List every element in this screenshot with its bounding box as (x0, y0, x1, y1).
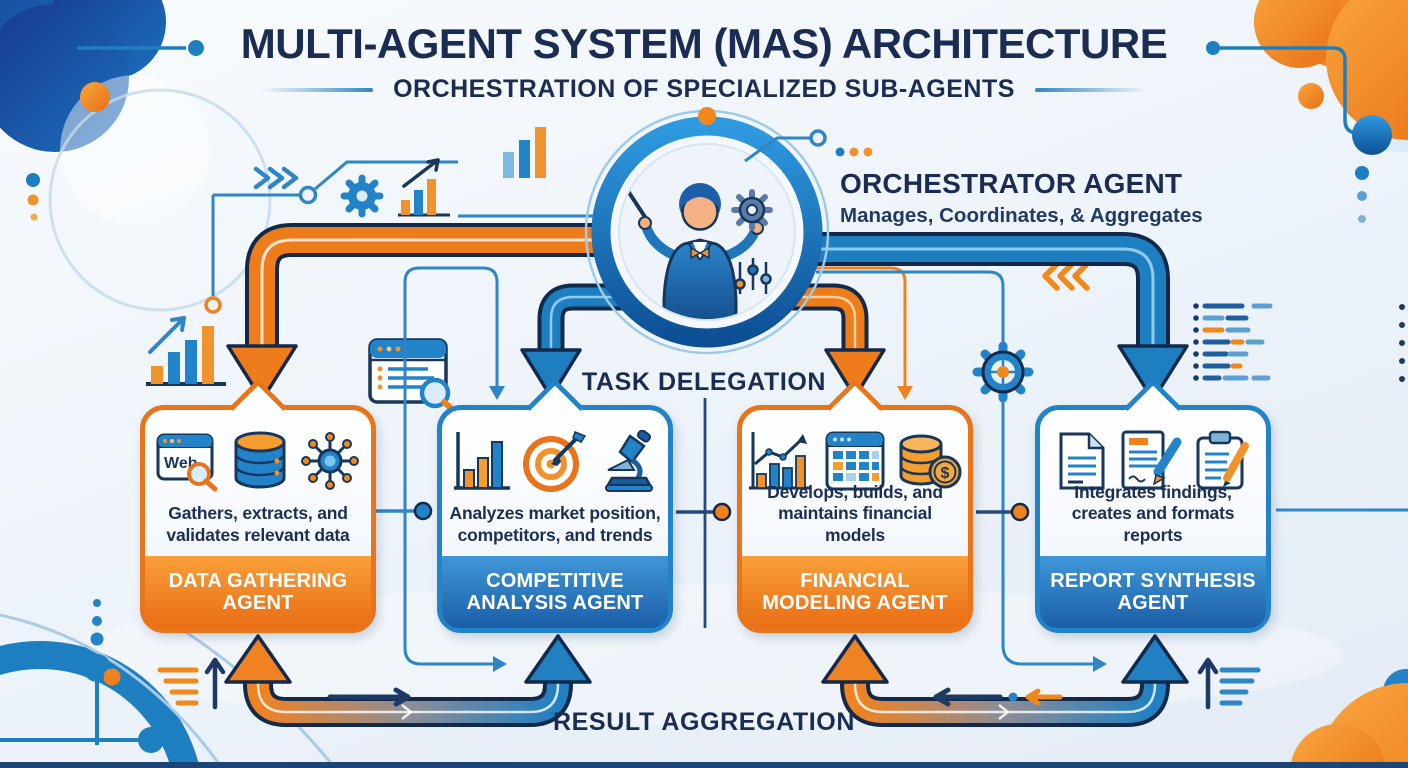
agent-description: Gathers, extracts, and validates relevan… (166, 503, 350, 545)
orange-dot-top (698, 107, 716, 125)
agent-card-competitive-analysis: Analyzes market position, competitors, a… (437, 378, 673, 633)
equalizer-icon (734, 258, 772, 294)
left-circuit (204, 160, 600, 314)
header: MULTI-AGENT SYSTEM (MAS) ARCHITECTURE OR… (0, 20, 1408, 104)
orchestrator-node (584, 107, 873, 355)
result-aggregation-pipes (224, 634, 1189, 727)
gear-icon (340, 174, 384, 218)
task-delegation-pipes (226, 223, 1189, 402)
mini-bar-chart-icon (503, 127, 546, 178)
network-icon (301, 432, 359, 490)
orchestrator-label: ORCHESTRATOR AGENT Manages, Coordinates,… (840, 168, 1220, 228)
orchestrator-subtitle: Manages, Coordinates, & Aggregates (840, 204, 1203, 227)
growth-chart-icon (146, 316, 226, 386)
corner-blob-bottom-right (1290, 669, 1408, 768)
document-icon (1059, 432, 1105, 490)
conductor-gear-icon (731, 189, 773, 231)
trend-chart-icon (749, 432, 811, 490)
agent-description: Analyzes market position, competitors, a… (449, 503, 661, 545)
code-lines-icon (1193, 303, 1273, 381)
coins-icon: $ (899, 434, 962, 489)
chevrons-left-icon (1042, 261, 1090, 291)
conductor-icon (624, 183, 773, 319)
agent-description: Integrates findings, creates and formats… (1071, 481, 1235, 545)
agent-title-bar: REPORT SYNTHESIS AGENT (1040, 556, 1266, 628)
agent-description: Develops, builds, and maintains financia… (767, 481, 943, 545)
header-circuit-lines (77, 40, 1392, 155)
orchestrator-title: ORCHESTRATOR AGENT (840, 168, 1183, 199)
thin-connectors (376, 266, 1408, 672)
chevrons-right-icon (253, 166, 299, 190)
agent-title-bar: COMPETITIVE ANALYSIS AGENT (442, 556, 668, 628)
bar-chart-icon (454, 432, 510, 490)
agent-title-bar: DATA GATHERING AGENT (145, 556, 371, 628)
growth-bars-icon (398, 158, 450, 217)
browser-search-icon (368, 338, 458, 415)
document-pen-icon (1121, 430, 1182, 490)
spreadsheet-icon (825, 431, 885, 491)
agent-title-bar: FINANCIAL MODELING AGENT (742, 556, 968, 628)
dollar-label: $ (941, 465, 950, 482)
agent-card-financial-modeling: $ Develops, builds, and maintains financ… (737, 378, 973, 633)
corner-blob-top-left (0, 0, 272, 312)
subtitle-dash-left (261, 87, 374, 92)
bottom-mini-arrows (157, 657, 1261, 710)
cloud-decoration (64, 585, 1344, 725)
corner-blob-top-right (1254, 0, 1408, 152)
subtitle-dash-right (1034, 87, 1147, 92)
target-dart-icon (523, 431, 587, 492)
page-title: MULTI-AGENT SYSTEM (MAS) ARCHITECTURE (240, 20, 1168, 67)
database-icon (234, 431, 286, 489)
web-search-icon: Web (156, 433, 218, 492)
microscope-icon (605, 430, 653, 492)
dot-decorations (0, 82, 1405, 753)
page-subtitle: ORCHESTRATION OF SPECIALIZED SUB-AGENTS (393, 75, 1015, 104)
clipboard-icon (1196, 430, 1249, 490)
gear-icon-right (972, 341, 1034, 403)
agent-card-report-synthesis: Integrates findings, creates and formats… (1035, 378, 1271, 633)
result-aggregation-label: RESULT AGGREGATION (553, 708, 855, 736)
bottom-edge-strip (0, 762, 1408, 768)
task-delegation-label: TASK DELEGATION (581, 368, 827, 396)
agent-card-data-gathering: Web (140, 378, 376, 633)
